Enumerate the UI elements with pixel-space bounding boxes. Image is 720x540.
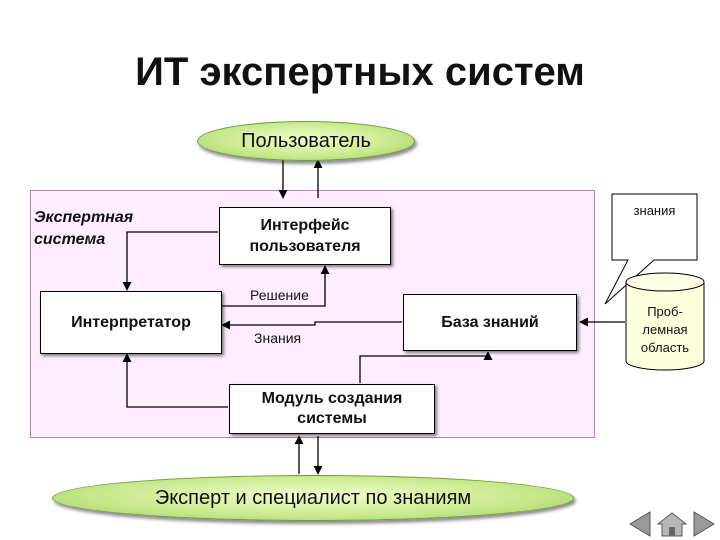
arrow-interface-to-interpreter xyxy=(122,231,218,291)
user-node: Пользователь xyxy=(197,121,415,161)
next-arrow-icon[interactable] xyxy=(693,511,715,537)
interpreter-label: Интерпретатор xyxy=(71,313,191,331)
interpreter-box: Интерпретатор xyxy=(40,291,222,354)
problem-domain-line3: область xyxy=(640,340,690,355)
page-title: ИТ экспертных систем xyxy=(135,50,585,94)
callout-text: знания xyxy=(633,203,676,218)
problem-domain-label: Проб- лемная область xyxy=(626,303,704,357)
home-icon[interactable] xyxy=(656,512,688,537)
user-interface-box: Интерфейс пользователя xyxy=(219,207,391,265)
knowledge-base-label: База знаний xyxy=(441,313,539,331)
user-label: Пользователь xyxy=(241,129,371,152)
problem-domain-line1: Проб- xyxy=(647,304,683,319)
expert-node: Эксперт и специалист по знаниям xyxy=(52,475,574,521)
expert-system-label-line2: система xyxy=(34,231,106,248)
nav-controls xyxy=(629,511,715,537)
knowledge-base-box: База знаний xyxy=(403,294,577,351)
problem-domain-line2: лемная xyxy=(642,322,688,337)
knowledge-label: Знания xyxy=(254,330,302,346)
arrow-module-to-kb xyxy=(359,351,493,383)
arrow-solution xyxy=(222,265,330,307)
expert-system-label: Экспертная система xyxy=(34,207,133,251)
user-interface-line2: пользователя xyxy=(249,238,361,255)
module-label-line2: системы xyxy=(297,410,367,427)
expert-system-label-line1: Экспертная xyxy=(34,209,134,226)
system-builder-module-box: Модуль создания системы xyxy=(229,384,435,434)
problem-domain-cylinder xyxy=(625,272,705,371)
arrow-module-to-interpreter xyxy=(122,353,228,408)
user-interface-line1: Интерфейс xyxy=(260,217,350,234)
module-label-line1: Модуль создания xyxy=(261,390,403,407)
expert-label: Эксперт и специалист по знаниям xyxy=(154,486,472,509)
arrow-knowledge xyxy=(221,320,402,330)
solution-label: Решение xyxy=(250,287,309,303)
prev-arrow-icon[interactable] xyxy=(629,511,651,537)
